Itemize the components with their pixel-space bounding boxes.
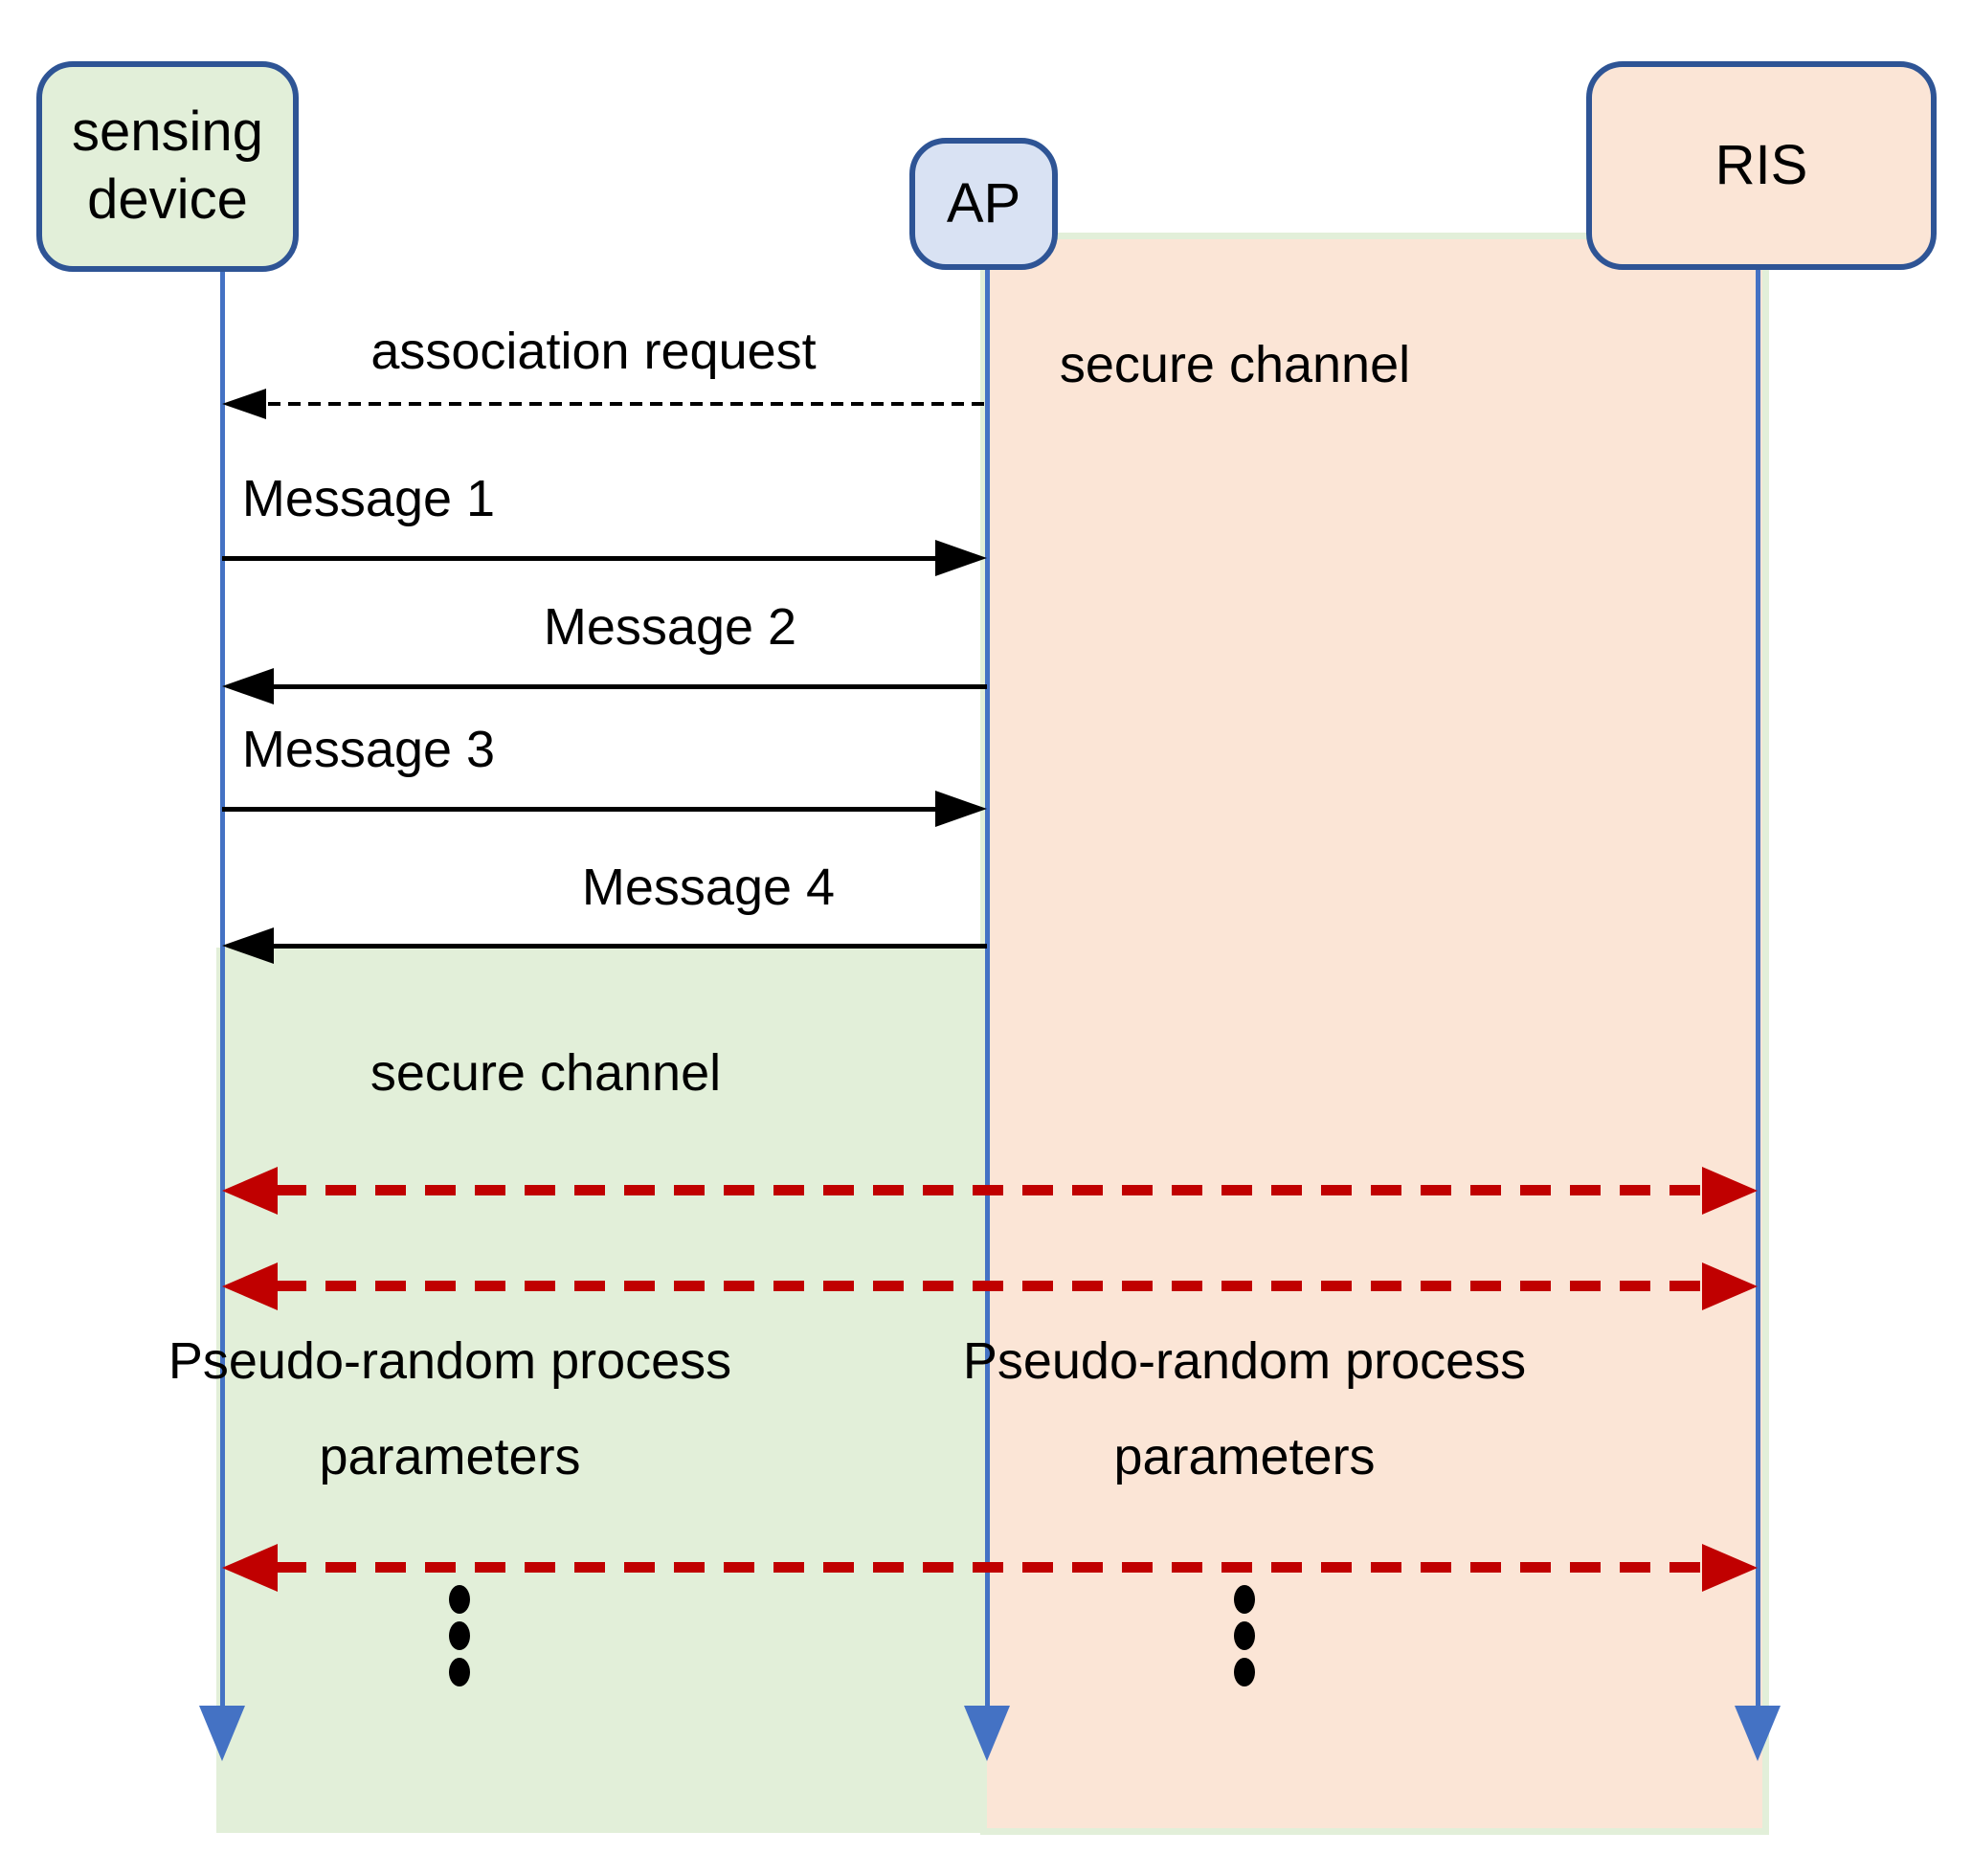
- dot-icon: [1234, 1585, 1255, 1614]
- ellipsis-dots-ap-ris: [1234, 1585, 1255, 1686]
- message-3-label: Message 3: [241, 721, 496, 778]
- actor-box-ap: AP: [909, 138, 1058, 270]
- lifeline-ris: [1756, 270, 1760, 1708]
- lifeline-sensing-device: [220, 272, 225, 1708]
- association-request-label: association request: [370, 323, 817, 380]
- association-request-dashed-line: [268, 402, 987, 406]
- lifeline-ap: [985, 270, 990, 1708]
- lifeline-arrow-down-icon: [199, 1706, 245, 1761]
- secure-exchange-arrow-3-left-icon: [222, 1544, 278, 1592]
- secure-channel-region-device-ap: [216, 948, 992, 1833]
- message-4-line: [274, 944, 987, 949]
- actor-label-sensing-device: sensing device: [72, 100, 263, 231]
- dot-icon: [1234, 1621, 1255, 1650]
- pseudo-random-params-label-device-ap: Pseudo-random process parameters: [168, 1332, 732, 1485]
- secure-exchange-arrow-1-right-icon: [1702, 1167, 1758, 1215]
- association-request-arrowhead-left-icon: [222, 389, 266, 419]
- message-3-arrowhead-right-icon: [935, 791, 987, 827]
- dot-icon: [449, 1585, 470, 1614]
- message-2-arrowhead-left-icon: [222, 668, 274, 704]
- secure-exchange-arrow-1-line: [276, 1185, 1704, 1195]
- actor-box-sensing-device: sensing device: [36, 61, 299, 272]
- message-2-label: Message 2: [543, 598, 797, 656]
- secure-exchange-arrow-1-left-icon: [222, 1167, 278, 1215]
- secure-channel-label-ap-ris: secure channel: [1059, 336, 1411, 393]
- secure-channel-region-ap-ris: [980, 233, 1769, 1835]
- actor-label-ap: AP: [946, 171, 1021, 234]
- pseudo-random-params-label-ap-ris: Pseudo-random process parameters: [962, 1332, 1527, 1485]
- secure-channel-label-device-ap: secure channel: [370, 1044, 722, 1102]
- dot-icon: [449, 1658, 470, 1686]
- actor-box-ris: RIS: [1586, 61, 1937, 270]
- ellipsis-dots-device-ap: [449, 1585, 470, 1686]
- secure-exchange-arrow-2-left-icon: [222, 1262, 278, 1310]
- message-3-line: [222, 807, 935, 812]
- lifeline-arrow-down-icon: [964, 1706, 1010, 1761]
- message-4-label: Message 4: [581, 859, 836, 916]
- secure-exchange-arrow-2-line: [276, 1281, 1704, 1291]
- dot-icon: [1234, 1658, 1255, 1686]
- message-1-line: [222, 556, 935, 561]
- message-1-arrowhead-right-icon: [935, 540, 987, 576]
- message-4-arrowhead-left-icon: [222, 927, 274, 964]
- lifeline-arrow-down-icon: [1735, 1706, 1781, 1761]
- secure-exchange-arrow-3-line: [276, 1562, 1704, 1573]
- actor-label-ris: RIS: [1714, 133, 1808, 196]
- dot-icon: [449, 1621, 470, 1650]
- secure-exchange-arrow-2-right-icon: [1702, 1262, 1758, 1310]
- secure-exchange-arrow-3-right-icon: [1702, 1544, 1758, 1592]
- message-2-line: [274, 684, 987, 689]
- message-1-label: Message 1: [241, 470, 496, 527]
